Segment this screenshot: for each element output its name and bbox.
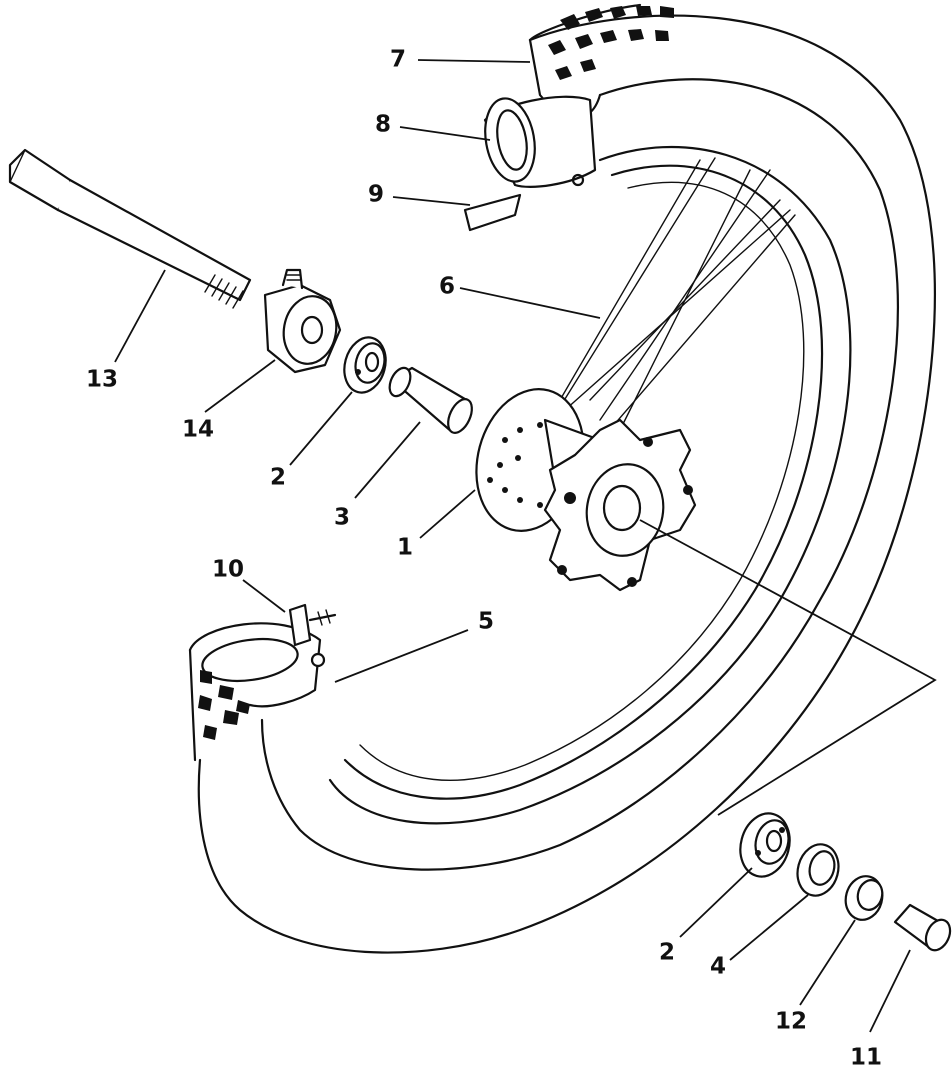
tube-valve <box>288 603 337 668</box>
callout-14: 14 <box>182 417 214 443</box>
speedometer-gear-unit <box>263 268 342 374</box>
leader-lines <box>114 59 911 1033</box>
explode-bracket <box>639 519 937 816</box>
spokes <box>554 157 796 471</box>
callout-3: 3 <box>334 505 350 531</box>
callout-11: 11 <box>850 1045 882 1071</box>
callout-12: 12 <box>775 1009 807 1035</box>
callout-1: 1 <box>397 535 413 561</box>
bearing-right <box>739 812 791 878</box>
tire-and-rim <box>188 3 936 954</box>
hub-spacer <box>388 366 473 434</box>
callout-4: 4 <box>710 954 726 980</box>
callout-5: 5 <box>478 609 494 635</box>
tube-and-rim-band <box>463 95 597 232</box>
callout-10: 10 <box>212 557 244 583</box>
callout-13: 13 <box>86 367 118 393</box>
axle-collar <box>893 903 952 952</box>
callout-8: 8 <box>375 112 391 138</box>
collar <box>844 875 884 921</box>
axle-shaft <box>8 148 252 309</box>
callout-7: 7 <box>390 47 406 73</box>
callout-9: 9 <box>368 182 384 208</box>
callout-6: 6 <box>439 274 455 300</box>
oil-seal <box>796 843 840 897</box>
bearing-left <box>343 336 387 394</box>
wheel-hub <box>475 388 697 592</box>
callout-2a: 2 <box>270 465 286 491</box>
callout-2b: 2 <box>659 940 675 966</box>
callout-labels: 7 8 9 6 13 14 2 3 1 10 5 2 4 12 11 <box>86 47 882 1071</box>
